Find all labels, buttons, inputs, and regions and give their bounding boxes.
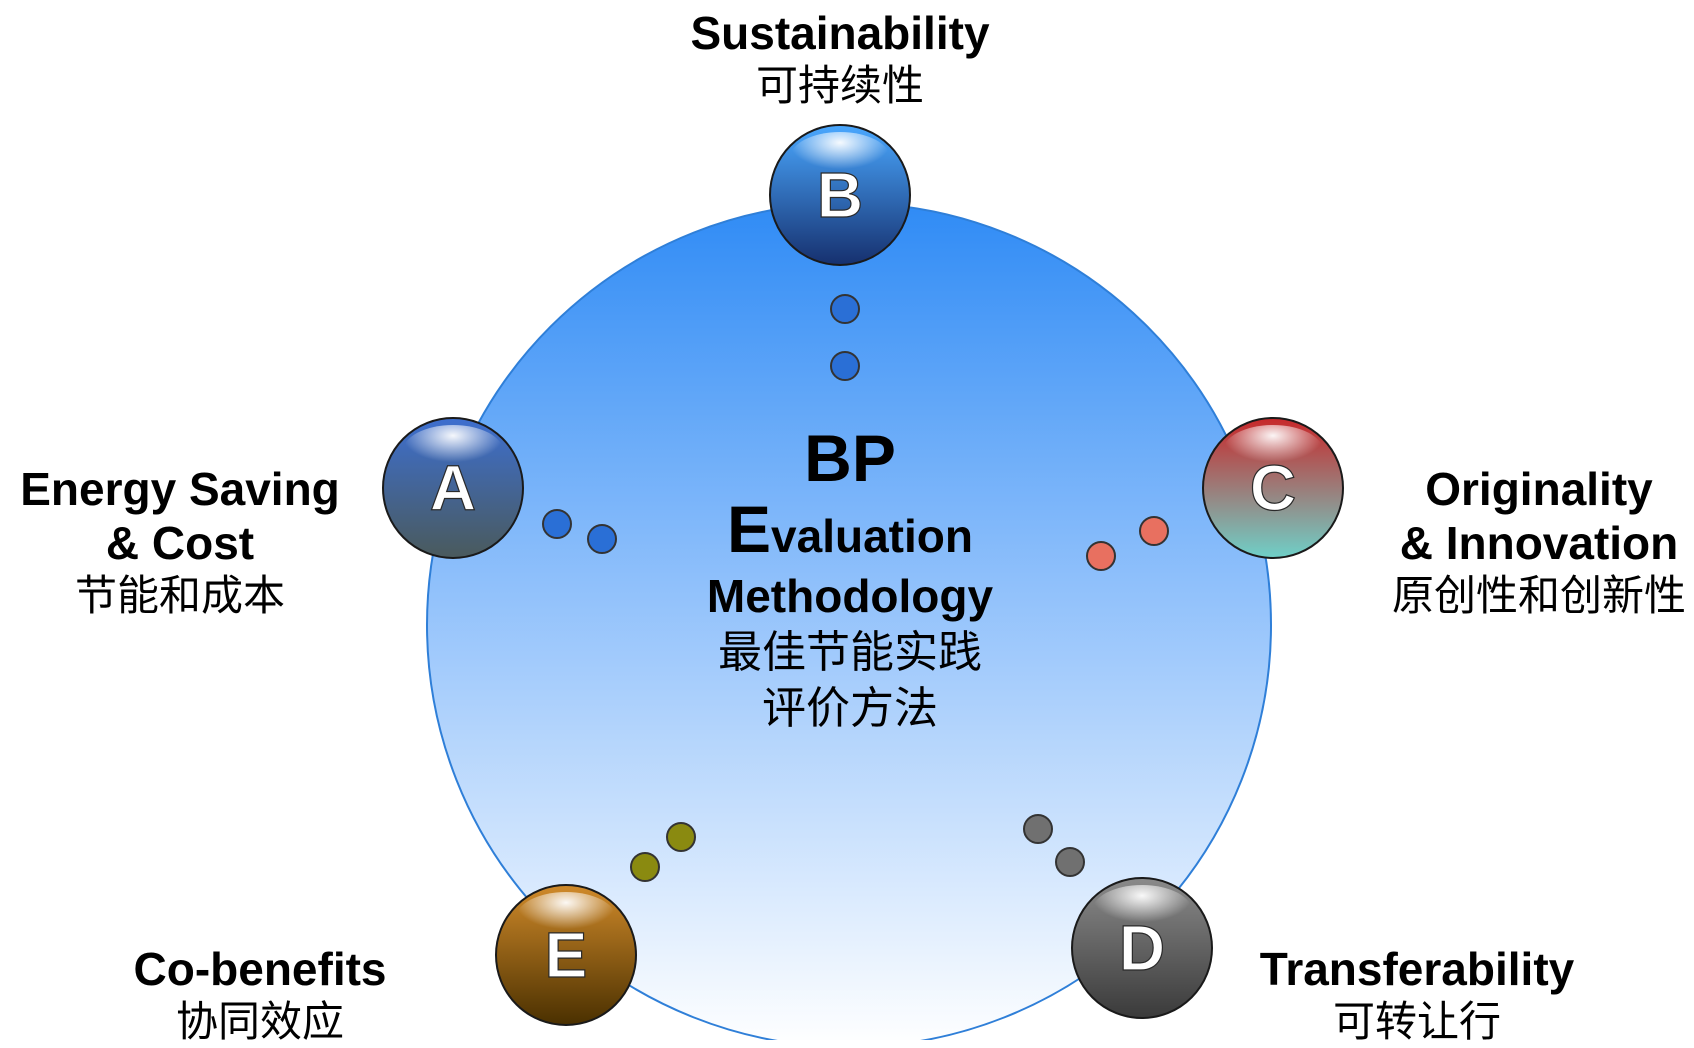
connector-dot-e-1 bbox=[666, 822, 696, 852]
label-b: Sustainability 可持续性 bbox=[640, 6, 1040, 112]
label-e-title: Co-benefits bbox=[133, 943, 387, 995]
center-evaluation-rest: valuation bbox=[771, 510, 973, 562]
label-e-subtitle: 协同效应 bbox=[175, 997, 344, 1046]
node-a-highlight bbox=[402, 425, 504, 479]
label-d: Transferability 可转让行 bbox=[1240, 942, 1594, 1048]
connector-dot-a-1 bbox=[542, 509, 572, 539]
connector-dot-a-2 bbox=[587, 524, 617, 554]
label-d-title: Transferability bbox=[1259, 943, 1575, 995]
center-evaluation: Evaluation bbox=[680, 496, 1020, 567]
node-a: A bbox=[382, 417, 524, 559]
center-chinese-line1: 最佳节能实践 bbox=[718, 627, 982, 678]
node-d: D bbox=[1071, 877, 1213, 1019]
label-c: Originality & Innovation 原创性和创新性 bbox=[1384, 462, 1694, 622]
connector-dot-c-2 bbox=[1086, 541, 1116, 571]
node-d-letter: D bbox=[1119, 912, 1165, 984]
center-bp: BP bbox=[804, 421, 896, 495]
node-c-highlight bbox=[1222, 425, 1324, 479]
node-d-highlight bbox=[1091, 885, 1193, 939]
center-chinese-line2: 评价方法 bbox=[762, 683, 938, 734]
node-e-highlight bbox=[515, 892, 617, 946]
node-b: B bbox=[769, 124, 911, 266]
connector-dot-d-2 bbox=[1055, 847, 1085, 877]
node-a-letter: A bbox=[430, 452, 476, 524]
node-c: C bbox=[1202, 417, 1344, 559]
label-a-subtitle: 节能和成本 bbox=[74, 571, 285, 620]
label-a-title: Energy Saving & Cost bbox=[20, 463, 340, 569]
node-e: E bbox=[495, 884, 637, 1026]
connector-dot-d-1 bbox=[1023, 814, 1053, 844]
connector-dot-e-2 bbox=[630, 852, 660, 882]
label-c-subtitle: 原创性和创新性 bbox=[1391, 571, 1686, 620]
label-a: Energy Saving & Cost 节能和成本 bbox=[0, 462, 360, 622]
center-title: BP Evaluation Methodology 最佳节能实践 评价方法 bbox=[680, 418, 1020, 737]
center-methodology: Methodology bbox=[706, 570, 994, 622]
node-c-letter: C bbox=[1250, 452, 1296, 524]
connector-dot-b-1 bbox=[830, 294, 860, 324]
node-b-letter: B bbox=[817, 159, 863, 231]
node-e-letter: E bbox=[545, 919, 588, 991]
label-d-subtitle: 可转让行 bbox=[1332, 997, 1501, 1046]
center-evaluation-capital: E bbox=[727, 492, 772, 566]
connector-dot-b-2 bbox=[830, 351, 860, 381]
label-b-title: Sustainability bbox=[690, 7, 990, 59]
label-b-subtitle: 可持续性 bbox=[755, 61, 924, 110]
label-c-title: Originality & Innovation bbox=[1399, 463, 1679, 569]
label-e: Co-benefits 协同效应 bbox=[110, 942, 410, 1048]
connector-dot-c-1 bbox=[1139, 516, 1169, 546]
node-b-highlight bbox=[789, 132, 891, 186]
